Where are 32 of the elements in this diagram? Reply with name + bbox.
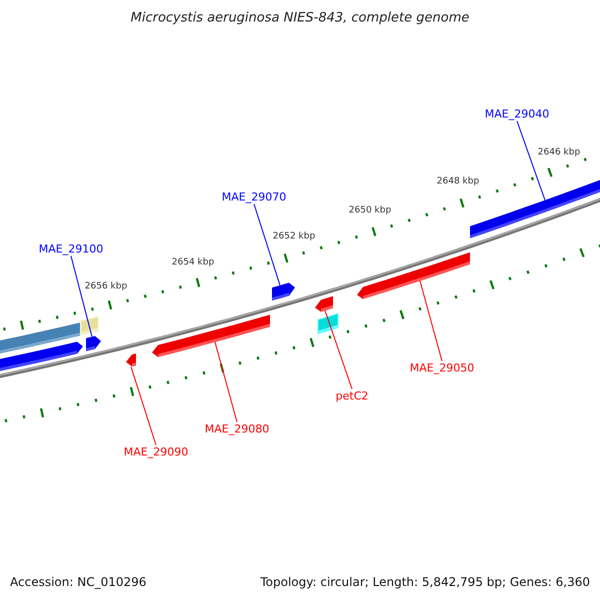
leader-line [214,342,238,422]
scale-label: 2648 kbp [436,178,480,186]
scale-label: 2650 kbp [348,206,392,216]
gene-label: MAE_29100 [38,244,104,254]
gene-feature [272,282,295,301]
scale-label: 2656 kbp [84,282,128,292]
gene-label: petC2 [336,390,368,402]
gene-label: MAE_29040 [484,108,550,120]
gene-label: MAE_29070 [222,192,286,202]
gene-feature [0,342,83,374]
leader-line [516,120,546,201]
scale-label: 2654 kbp [172,258,214,268]
gene-feature [357,252,470,299]
gene-block [318,313,338,334]
leader-line [324,310,352,390]
gene-feature [126,354,136,366]
footer-text: Topology: circular; Length: 5,842,795 bp; Genes: 6,360 [260,576,590,588]
map-title: Microcystis aeruginosa NIES-843, complete genome [130,12,470,24]
gene-block [80,316,98,336]
leader-line [420,280,442,362]
gene-label: MAE_29090 [124,446,188,458]
gene-label: MAE_29050 [410,362,474,374]
gene-label: MAE_29080 [204,424,270,434]
gene-feature [315,296,333,312]
gene-feature [86,336,101,352]
gene-feature [152,314,270,357]
footer-text: Accession: NC_010296 [10,576,146,588]
leader-line [254,204,280,286]
leader-line [130,366,156,446]
scale-label: 2652 kbp [272,232,316,242]
leader-line [70,256,92,338]
scale-label: 2646 kbp [538,148,580,158]
